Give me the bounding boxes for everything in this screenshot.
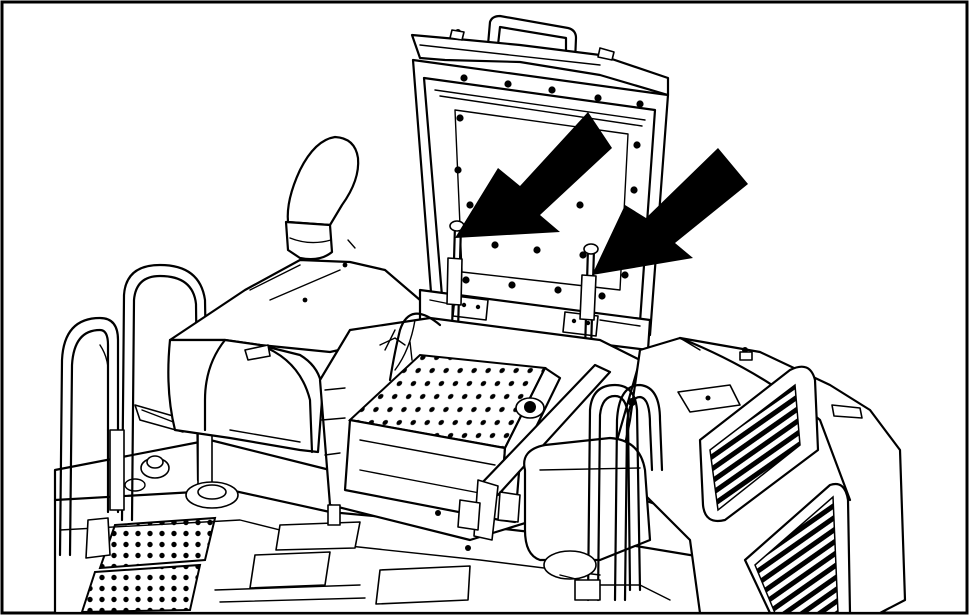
arrow-right (592, 148, 748, 275)
right-engine-hood (523, 336, 907, 615)
right-handrail (543, 383, 671, 602)
left-handrail (58, 263, 239, 559)
arrow-left (455, 112, 612, 238)
engine-bay (318, 312, 642, 551)
gas-strut-left (445, 220, 465, 337)
